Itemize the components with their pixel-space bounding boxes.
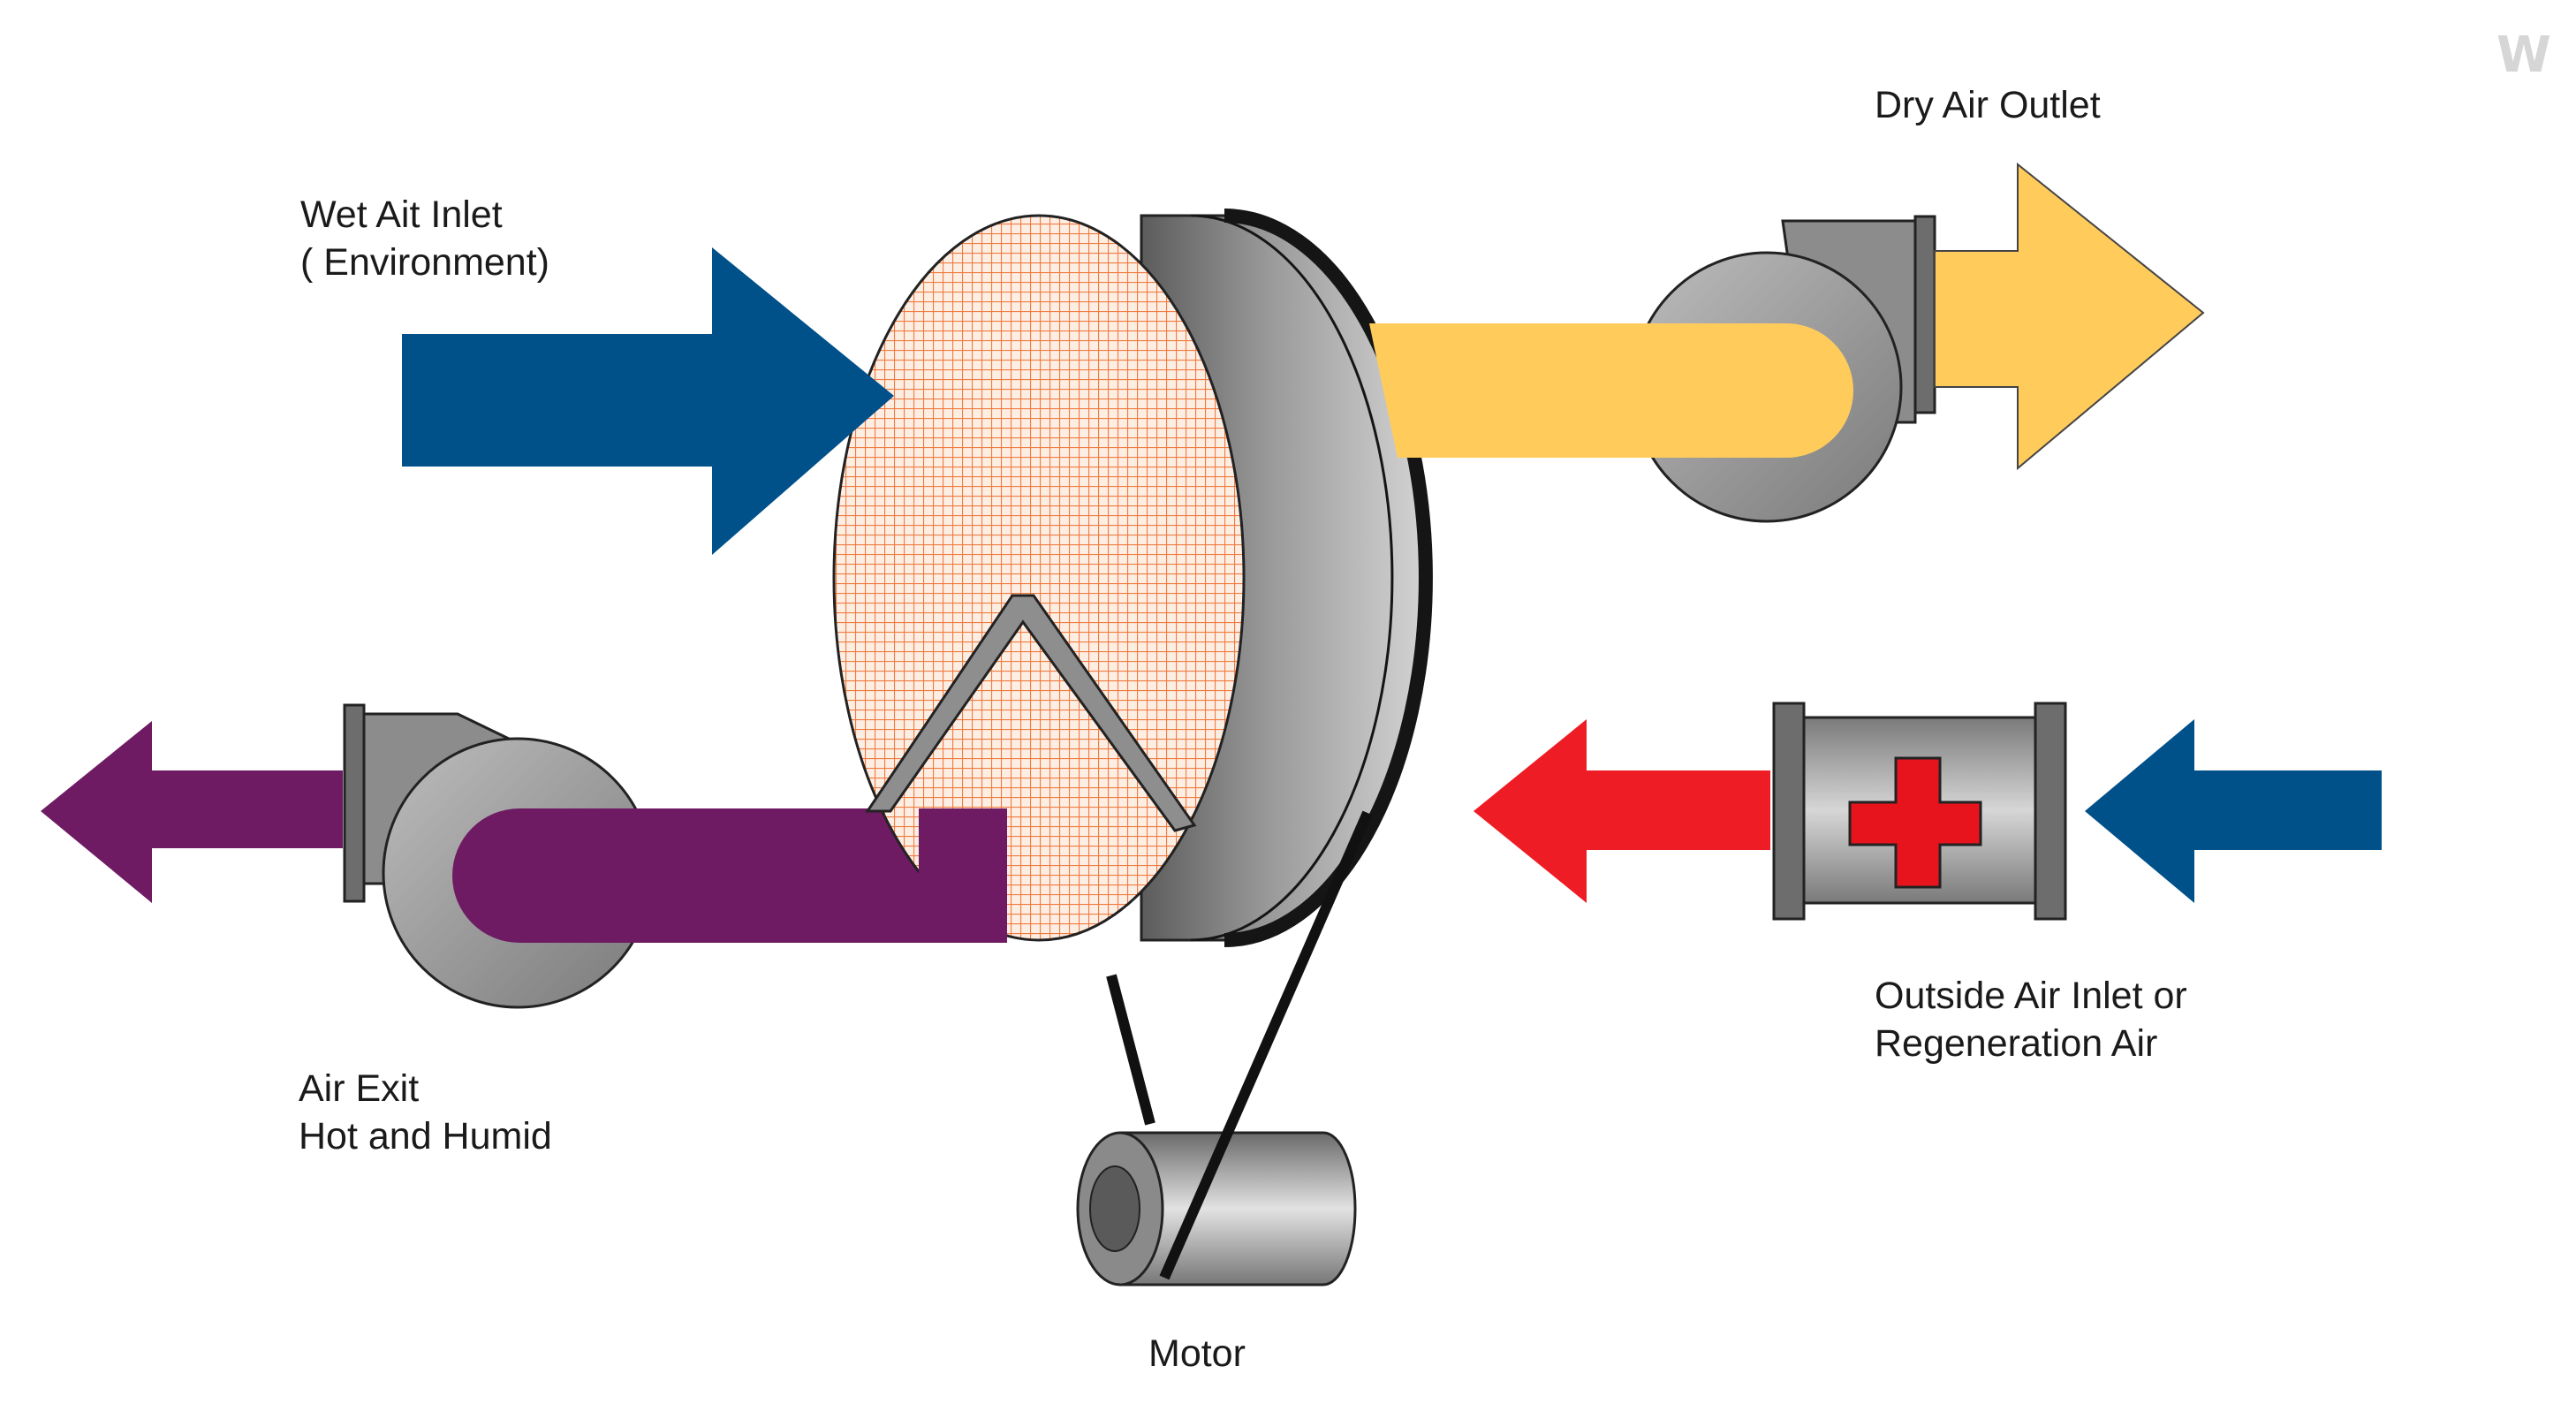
exhaust-air-duct-front xyxy=(919,808,1007,943)
wheel-sector-divider xyxy=(865,594,1197,832)
dry-air-outlet-arrow xyxy=(1934,162,2205,471)
exhaust-air-outlet-arrow xyxy=(41,721,343,903)
air-exit-label: Air Exit Hot and Humid xyxy=(299,1065,552,1160)
dry-air-duct xyxy=(1369,323,1853,458)
drive-belt xyxy=(1106,810,1373,1280)
outside-air-inlet-label-line1: Outside Air Inlet or xyxy=(1875,975,2187,1017)
wet-air-inlet-label-line1: Wet Ait Inlet xyxy=(300,194,503,236)
watermark-logo: W xyxy=(2496,27,2551,84)
dry-air-outlet-label: Dry Air Outlet xyxy=(1875,84,2101,126)
wet-air-inlet-arrow xyxy=(402,247,894,555)
exhaust-air-duct xyxy=(452,808,1007,943)
motor-label: Motor xyxy=(1148,1332,1246,1375)
air-exit-label-line2: Hot and Humid xyxy=(299,1115,552,1157)
heater xyxy=(1772,702,2067,921)
wet-air-inlet-label: Wet Ait Inlet ( Environment) xyxy=(300,191,549,286)
heater-cross-icon xyxy=(1848,756,1982,889)
outside-air-inlet-arrow xyxy=(2085,719,2382,903)
air-exit-label-line1: Air Exit xyxy=(299,1067,420,1110)
heated-air-arrow xyxy=(1474,719,1770,903)
wet-air-inlet-label-line2: ( Environment) xyxy=(300,241,549,284)
desiccant-mesh xyxy=(832,214,1246,942)
outside-air-inlet-label: Outside Air Inlet or Regeneration Air xyxy=(1875,972,2187,1067)
outside-air-inlet-label-line2: Regeneration Air xyxy=(1875,1022,2158,1065)
